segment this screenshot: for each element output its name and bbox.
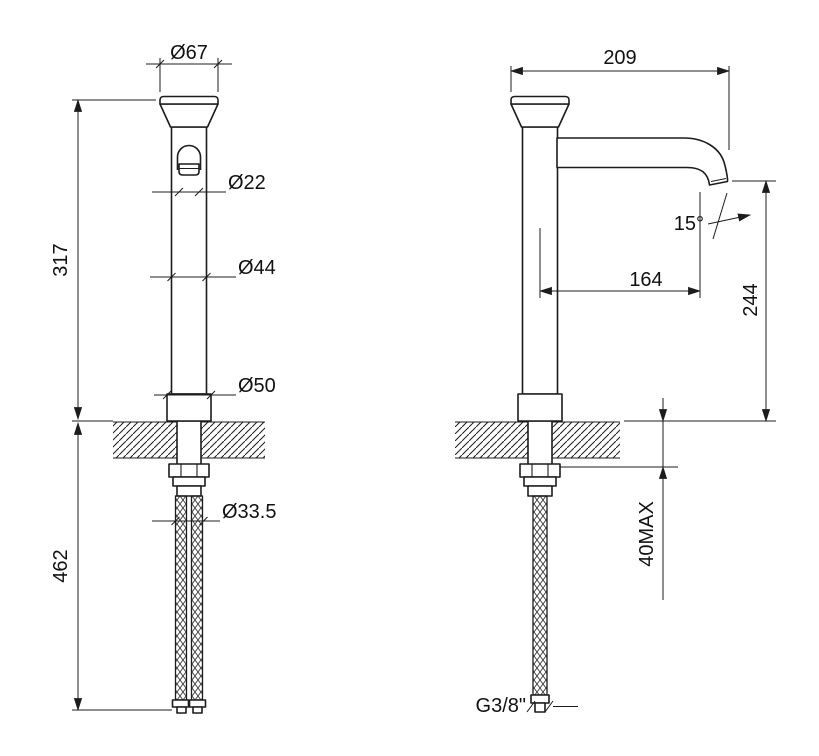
dim-label-deck-thickness-max: 40MAX — [636, 501, 658, 567]
supply-hose-left — [174, 495, 188, 701]
dim-spout-diameter: Ø22 — [152, 172, 266, 197]
dim-length-below-deck: 462 — [50, 421, 172, 712]
dim-thread: G3/8" — [476, 695, 578, 717]
dim-label-height-above-deck: 317 — [50, 243, 72, 276]
supply-hose-right — [190, 495, 204, 701]
dim-base-diameter: Ø50 — [154, 375, 276, 400]
mounting-and-hose-side — [519, 420, 561, 713]
dim-top-diameter: Ø67 — [146, 42, 232, 92]
dim-spout-angle: 15° — [674, 192, 752, 240]
spout-front — [176, 144, 202, 176]
mounting-and-hoses-front — [168, 420, 210, 714]
dim-hose-diameter: Ø33.5 — [152, 501, 276, 526]
dim-label-thread: G3/8" — [476, 695, 526, 717]
front-view: Ø67 317 462 Ø22 Ø44 — [50, 42, 276, 714]
dim-height-above-deck: 317 — [50, 98, 156, 422]
dim-label-body-diameter: Ø44 — [238, 257, 276, 279]
side-view: 209 15° 164 244 40MAX — [455, 47, 776, 717]
aerator-line — [710, 177, 727, 183]
dim-label-base-diameter: Ø50 — [238, 375, 276, 397]
supply-hose-side — [532, 495, 548, 696]
dim-label-length-below-deck: 462 — [50, 549, 72, 582]
dim-label-spout-reach: 164 — [629, 269, 662, 291]
spout-side — [556, 137, 729, 186]
faucet-body-front — [159, 95, 219, 422]
dim-overall-depth: 209 — [509, 47, 731, 150]
dim-label-spout-height: 244 — [740, 283, 762, 316]
dim-deck-thickness-max: 40MAX — [560, 398, 678, 600]
dim-label-top-diameter: Ø67 — [170, 42, 208, 64]
dim-label-hose-diameter: Ø33.5 — [222, 501, 276, 523]
faucet-body-side — [510, 95, 729, 422]
dim-spout-reach: 164 — [538, 192, 702, 298]
dim-body-diameter: Ø44 — [150, 257, 276, 282]
dim-label-spout-diameter: Ø22 — [228, 172, 266, 194]
dim-label-spout-angle: 15° — [674, 213, 704, 235]
dim-label-overall-depth: 209 — [603, 47, 636, 69]
dim-spout-height: 244 — [624, 179, 776, 423]
